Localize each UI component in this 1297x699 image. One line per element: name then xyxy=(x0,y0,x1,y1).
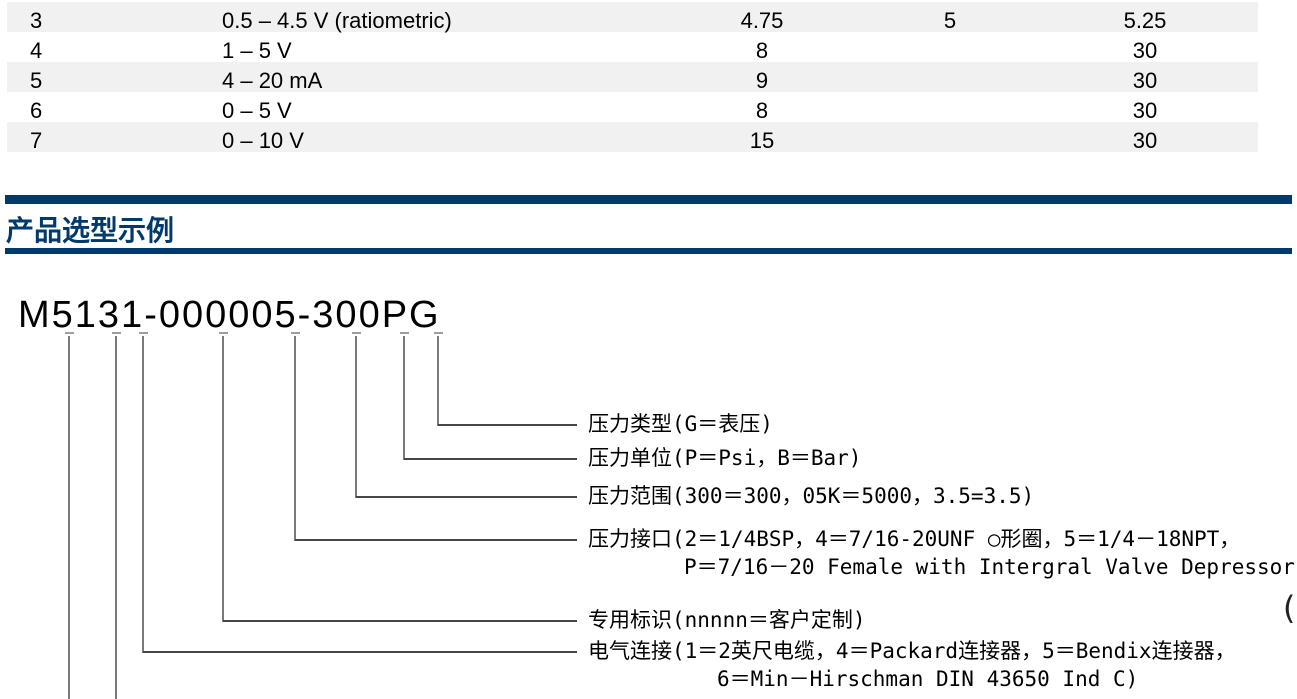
connector-vline-series xyxy=(68,336,70,699)
row-code: 3 xyxy=(30,8,43,33)
table-row: 4 1 – 5 V 8 30 xyxy=(7,32,1258,63)
connector-vline-electrical-connection xyxy=(142,336,144,653)
annotation-pressure-unit: 压力单位(P＝Psi，B＝Bar) xyxy=(588,444,861,472)
row-value-min: 15 xyxy=(749,128,775,153)
row-code: 7 xyxy=(30,128,43,153)
row-value-max: 30 xyxy=(1132,38,1158,63)
annotation-line: 6＝Min－Hirschman DIN 43650 Ind C) xyxy=(717,667,1139,691)
connector-vline-pressure-unit xyxy=(403,336,405,460)
row-output: 4 – 20 mA xyxy=(222,68,323,93)
table-row: 6 0 – 5 V 8 30 xyxy=(7,92,1258,123)
section-underline-bar xyxy=(5,248,1292,254)
connector-hline-pressure-range xyxy=(356,496,577,498)
tick-cap xyxy=(112,332,121,334)
connector-vline-special-mark xyxy=(222,336,224,622)
tick-cap xyxy=(434,332,443,334)
row-code: 5 xyxy=(30,68,43,93)
row-value-min: 8 xyxy=(755,98,769,123)
row-value-max: 5.25 xyxy=(1123,8,1167,33)
annotation-pressure-range: 压力范围(300＝300，05K＝5000，3.5=3.5) xyxy=(588,482,1034,510)
annotation-electrical-connection: 电气连接(1＝2英尺电缆，4＝Packard连接器，5＝Bendix连接器， 6… xyxy=(588,637,1236,693)
annotation-pressure-port: 压力接口(2＝1/4BSP，4＝7/16-20UNF ○形圈，5＝1/4－18N… xyxy=(588,525,1297,581)
section-title: 产品选型示例 xyxy=(6,215,175,246)
annotation-line: 压力接口(2＝1/4BSP，4＝7/16-20UNF ○形圈，5＝1/4－18N… xyxy=(588,527,1241,551)
connector-vline-pressure-type xyxy=(437,336,439,426)
table-row: 7 0 – 10 V 15 30 xyxy=(7,122,1258,153)
row-output: 0 – 10 V xyxy=(222,128,304,153)
row-value-typ: 5 xyxy=(943,8,957,33)
annotation-line: P＝7/16－20 Female with Intergral Valve De… xyxy=(684,555,1297,579)
row-value-max: 30 xyxy=(1132,128,1158,153)
connector-hline-pressure-port xyxy=(295,539,577,541)
annotation-special-mark: 专用标识(nnnnn＝客户定制) xyxy=(588,606,866,634)
annotation-pressure-type: 压力类型(G＝表压) xyxy=(588,410,773,438)
row-value-max: 30 xyxy=(1132,68,1158,93)
connector-hline-electrical-connection xyxy=(143,651,577,653)
row-value-max: 30 xyxy=(1132,98,1158,123)
section-divider-bar xyxy=(5,195,1292,204)
tick-cap xyxy=(400,332,409,334)
tick-cap xyxy=(219,332,228,334)
tick-cap xyxy=(291,332,300,334)
annotation-line: 压力范围(300＝300，05K＝5000，3.5=3.5) xyxy=(588,484,1035,508)
tick-cap xyxy=(65,332,74,334)
row-value-min: 8 xyxy=(755,38,769,63)
connector-hline-pressure-type xyxy=(438,424,577,426)
annotation-line: 压力单位(P＝Psi，B＝Bar) xyxy=(588,446,862,470)
row-output: 0.5 – 4.5 V (ratiometric) xyxy=(222,8,452,33)
table-row: 3 0.5 – 4.5 V (ratiometric) 4.75 5 5.25 xyxy=(7,2,1258,33)
annotation-line: 专用标识(nnnnn＝客户定制) xyxy=(588,608,866,632)
part-number: M5131-000005-300PG xyxy=(18,294,441,336)
table-row: 5 4 – 20 mA 9 30 xyxy=(7,62,1258,93)
row-output: 1 – 5 V xyxy=(222,38,292,63)
clipped-parenthesis: ( xyxy=(1279,589,1297,627)
row-code: 4 xyxy=(30,38,43,63)
row-code: 6 xyxy=(30,98,43,123)
connector-vline-pressure-port xyxy=(294,336,296,541)
tick-cap xyxy=(139,332,148,334)
connector-vline-pressure-range xyxy=(355,336,357,498)
connector-vline-output xyxy=(115,336,117,699)
row-output: 0 – 5 V xyxy=(222,98,292,123)
annotation-line: 电气连接(1＝2英尺电缆，4＝Packard连接器，5＝Bendix连接器， xyxy=(588,639,1236,663)
connector-hline-special-mark xyxy=(223,620,577,622)
row-value-min: 4.75 xyxy=(740,8,784,33)
row-value-min: 9 xyxy=(755,68,769,93)
connector-hline-pressure-unit xyxy=(404,458,577,460)
tick-cap xyxy=(352,332,361,334)
annotation-line: 压力类型(G＝表压) xyxy=(588,412,773,436)
